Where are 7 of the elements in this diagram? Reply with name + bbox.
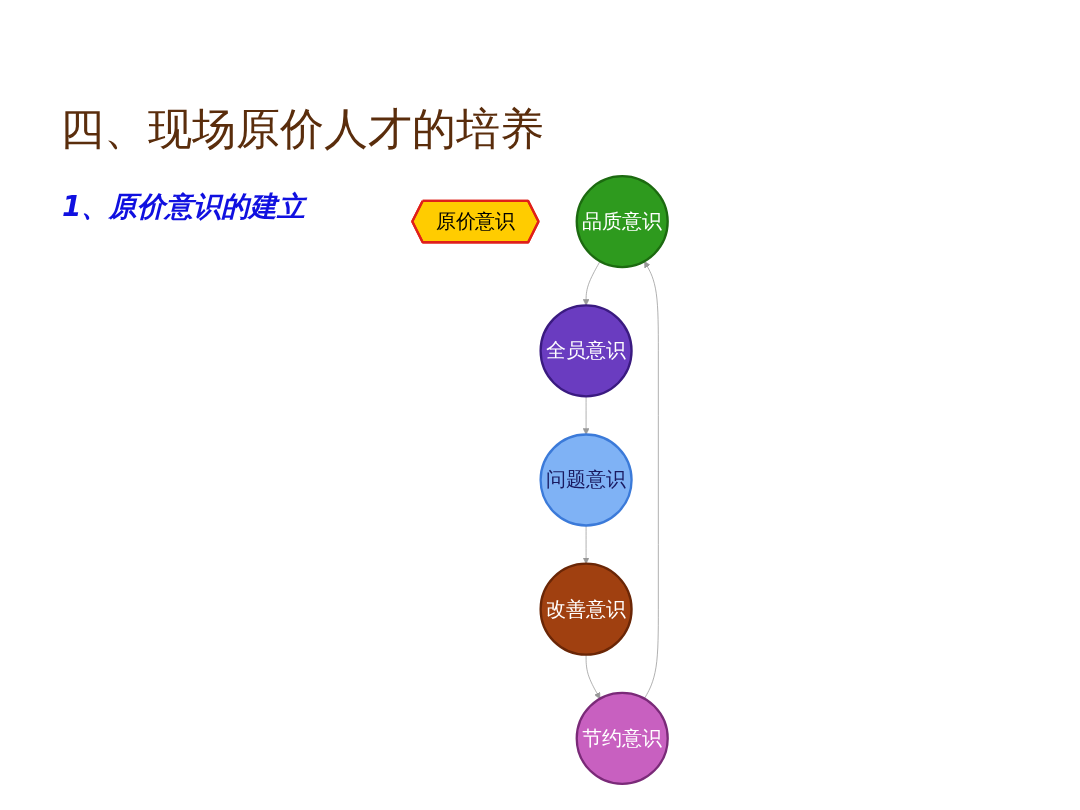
node-circle: 节约意识: [575, 691, 669, 786]
node-circle: 全员意识: [539, 304, 633, 398]
title: 四、现场原价人才的培养: [60, 102, 544, 156]
node-circle: 品质意识: [575, 174, 669, 269]
node-circle: 问题意识: [539, 433, 633, 527]
node-circle: 改善意识: [539, 562, 633, 656]
subtitle: 1、原价意识的建立: [62, 189, 306, 225]
